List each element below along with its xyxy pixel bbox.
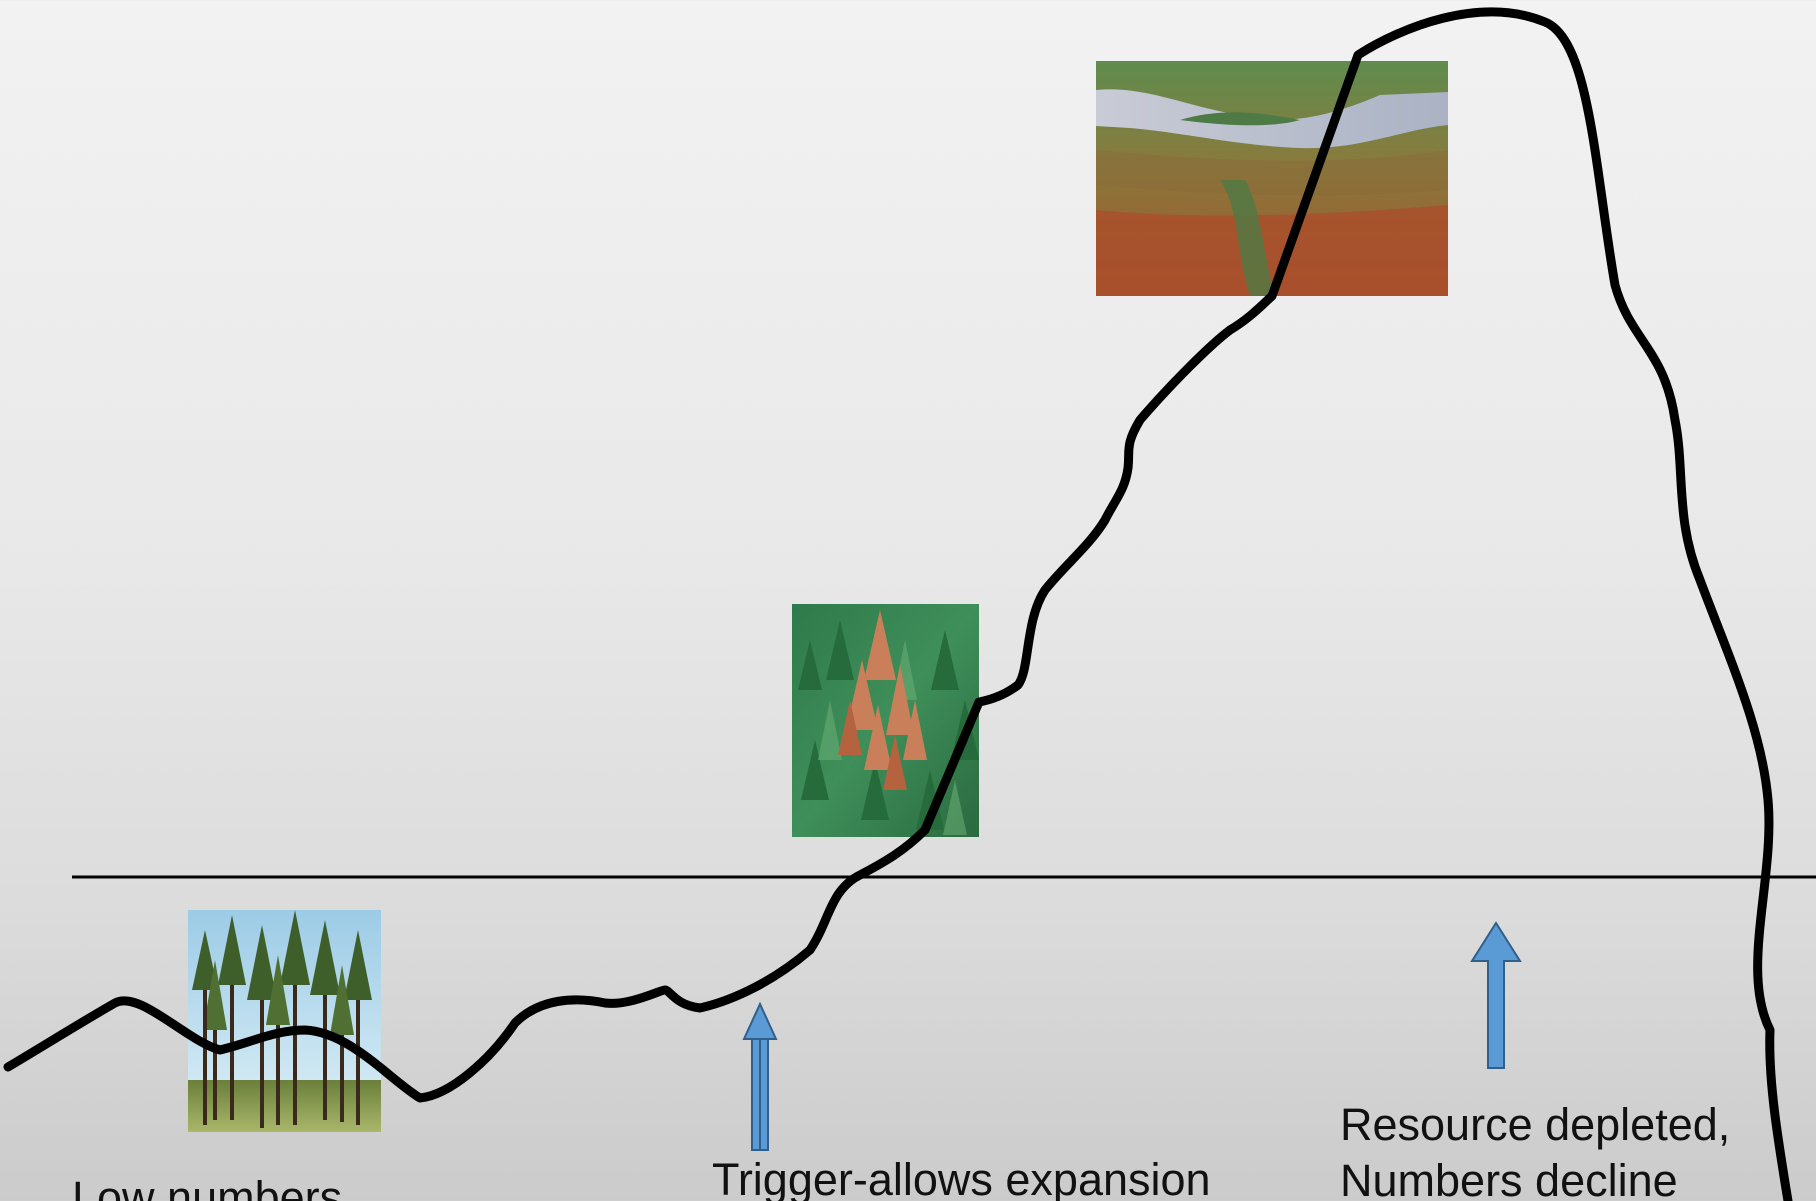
trigger-arrow (742, 1001, 778, 1151)
trigger-caption: Trigger-allows expansion (712, 1154, 1211, 1201)
open-pine-forest-photo (188, 910, 381, 1132)
resource-depleted-line: Resource depleted, (1340, 1099, 1731, 1150)
low-numbers-caption: Low numbers (72, 1172, 343, 1201)
patchy-infested-forest-photo (792, 604, 979, 837)
widespread-mortality-photo (1096, 61, 1448, 296)
population-curve (3, 7, 1793, 1201)
decline-arrow (1470, 921, 1522, 1069)
numbers-decline-line: Numbers decline (1340, 1155, 1678, 1201)
resource-depleted-caption: Resource depleted, Numbers decline (1340, 1097, 1730, 1201)
